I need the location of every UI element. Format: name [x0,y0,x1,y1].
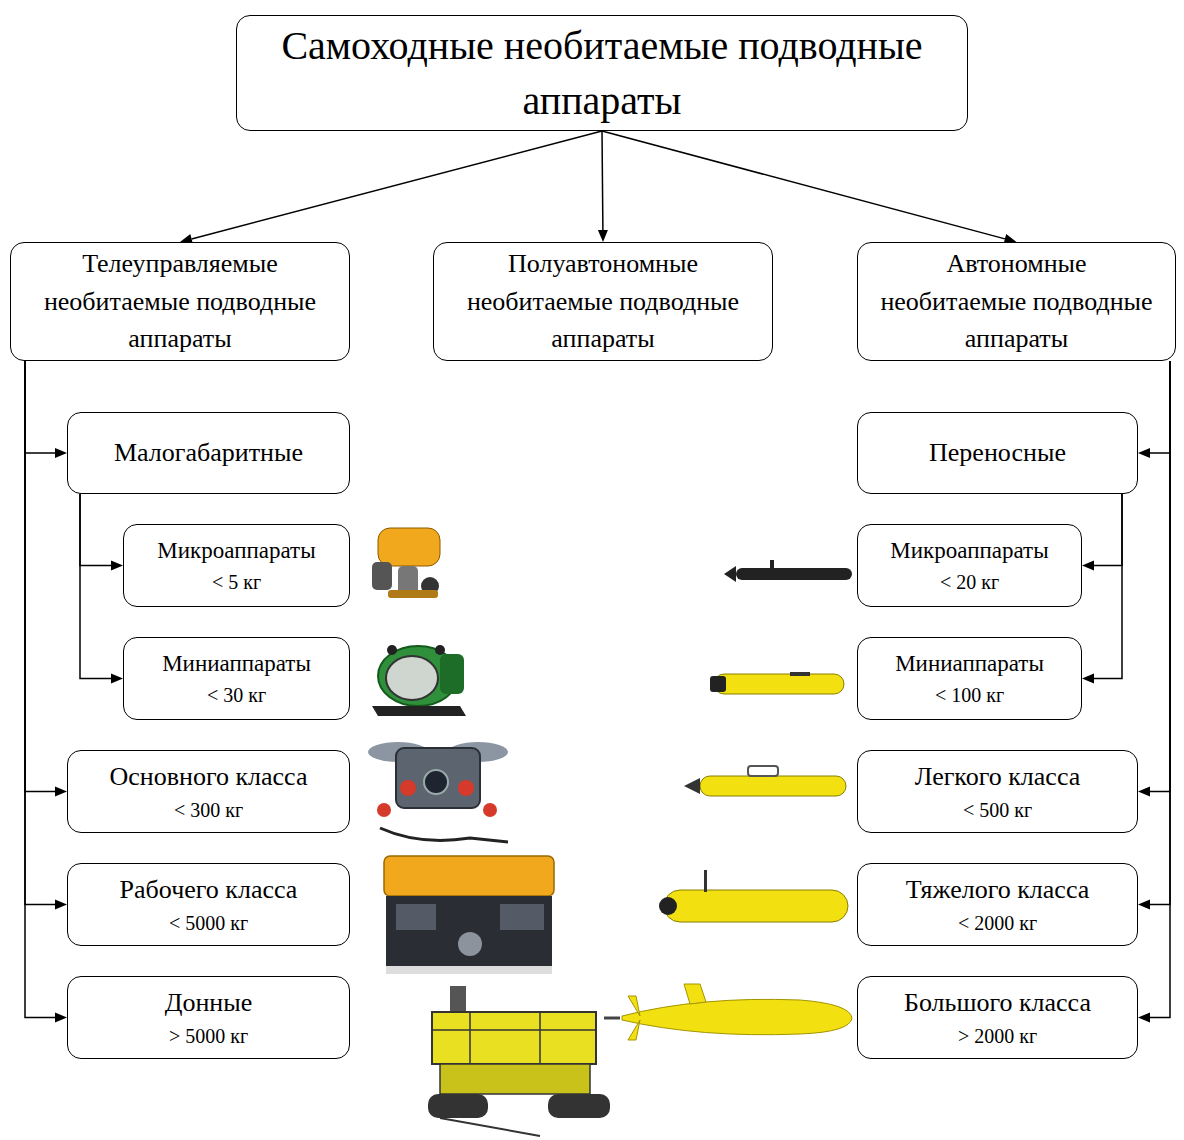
mass-limit: < 100 кг [872,681,1067,709]
box-label: Полуавтономные необитаемые подводные апп… [448,245,758,358]
connector-arrow [80,494,123,571]
box-label: Автономные необитаемые подводные аппарат… [872,245,1161,358]
connector-line [25,361,55,1017]
connector-line [80,494,111,566]
box-label: Миниаппараты [138,648,335,680]
connector-line [1150,361,1170,453]
arrow-head [55,900,67,910]
connector-line [1094,494,1122,679]
box-label: Самоходные необитаемые подводные аппарат… [251,18,953,128]
box-label: Переносные [872,436,1123,470]
arrow-head [1138,787,1150,797]
connector-line [1150,361,1170,904]
class-box: Полуавтономные необитаемые подводные апп… [433,242,773,361]
box-label: Донные [82,985,335,1021]
mini-auv-picture [710,672,844,694]
arrow-head [1138,448,1150,458]
connector-line [25,361,55,791]
class-box: Основного класса< 300 кг [67,750,350,833]
connector-line [80,494,111,679]
class-box: Малогабаритные [67,412,350,494]
mass-limit: > 2000 кг [872,1022,1123,1050]
mass-limit: < 5 кг [138,568,335,596]
connector-line [192,131,602,239]
connector-line [601,131,603,230]
box-label: Микроаппараты [872,535,1067,567]
class-box: Большого класса> 2000 кг [857,976,1138,1059]
box-label: Рабочего класса [82,872,335,908]
class-box: Тяжелого класса< 2000 кг [857,863,1138,946]
class-box: Легкого класса< 500 кг [857,750,1138,833]
heavy-auv-picture [659,870,848,922]
arrow-head [598,230,608,242]
class-box: Миниаппараты< 100 кг [857,637,1082,720]
connector-arrow [598,131,608,242]
box-label: Легкого класса [872,759,1123,795]
connector-arrow [1138,361,1170,1022]
box-label: Малогабаритные [82,436,335,470]
connector-arrow [25,361,67,796]
mass-limit: < 20 кг [872,568,1067,596]
arrow-head [55,787,67,797]
connector-arrow [1082,494,1122,684]
connector-arrow [1138,361,1170,796]
connector-arrow [180,131,602,244]
class-box: Микроаппараты< 20 кг [857,524,1082,607]
mass-limit: < 500 кг [872,796,1123,824]
class-box: Переносные [857,412,1138,494]
connector-arrow [1138,361,1170,458]
class-box: Автономные необитаемые подводные аппарат… [857,242,1176,361]
micro-auv-picture [724,560,852,582]
connector-arrow [80,494,123,684]
arrow-head [55,448,67,458]
class-box: Телеуправляемые необитаемые подводные ап… [10,242,350,361]
connector-arrow [1138,361,1170,909]
mini-rov-picture [372,645,466,716]
mass-limit: < 2000 кг [872,909,1123,937]
arrow-head [1082,561,1094,571]
light-auv-picture [684,766,846,796]
class-box: Рабочего класса< 5000 кг [67,863,350,946]
work-class-rov-picture [384,856,554,974]
observation-rov-picture [368,742,508,842]
box-label: Микроаппараты [138,535,335,567]
connector-arrow [25,361,67,909]
box-label: Телеуправляемые необитаемые подводные ап… [25,245,335,358]
arrow-head [1082,674,1094,684]
arrow-head [111,674,123,684]
large-auv-picture [604,984,852,1040]
class-box: Микроаппараты< 5 кг [123,524,350,607]
mass-limit: < 300 кг [82,796,335,824]
box-label: Миниаппараты [872,648,1067,680]
connector-line [1150,361,1170,791]
box-label: Тяжелого класса [872,872,1123,908]
connector-arrow [25,361,67,458]
arrow-head [1138,900,1150,910]
connector-arrow [1082,494,1122,571]
connector-line [602,131,1005,239]
connector-arrow [602,131,1017,244]
mass-limit: < 5000 кг [82,909,335,937]
class-box: Донные> 5000 кг [67,976,350,1059]
mass-limit: < 30 кг [138,681,335,709]
arrow-head [55,1013,67,1023]
class-box: Самоходные необитаемые подводные аппарат… [236,15,968,131]
connector-line [1094,494,1122,566]
arrow-head [1138,1013,1150,1023]
micro-rov-picture [372,528,440,598]
connector-line [25,361,55,904]
box-label: Основного класса [82,759,335,795]
arrow-head [111,561,123,571]
connector-line [25,361,55,453]
box-label: Большого класса [872,985,1123,1021]
connector-line [1150,361,1170,1017]
bottom-crawler-picture [428,986,610,1136]
mass-limit: > 5000 кг [82,1022,335,1050]
connector-arrow [25,361,67,1022]
class-box: Миниаппараты< 30 кг [123,637,350,720]
